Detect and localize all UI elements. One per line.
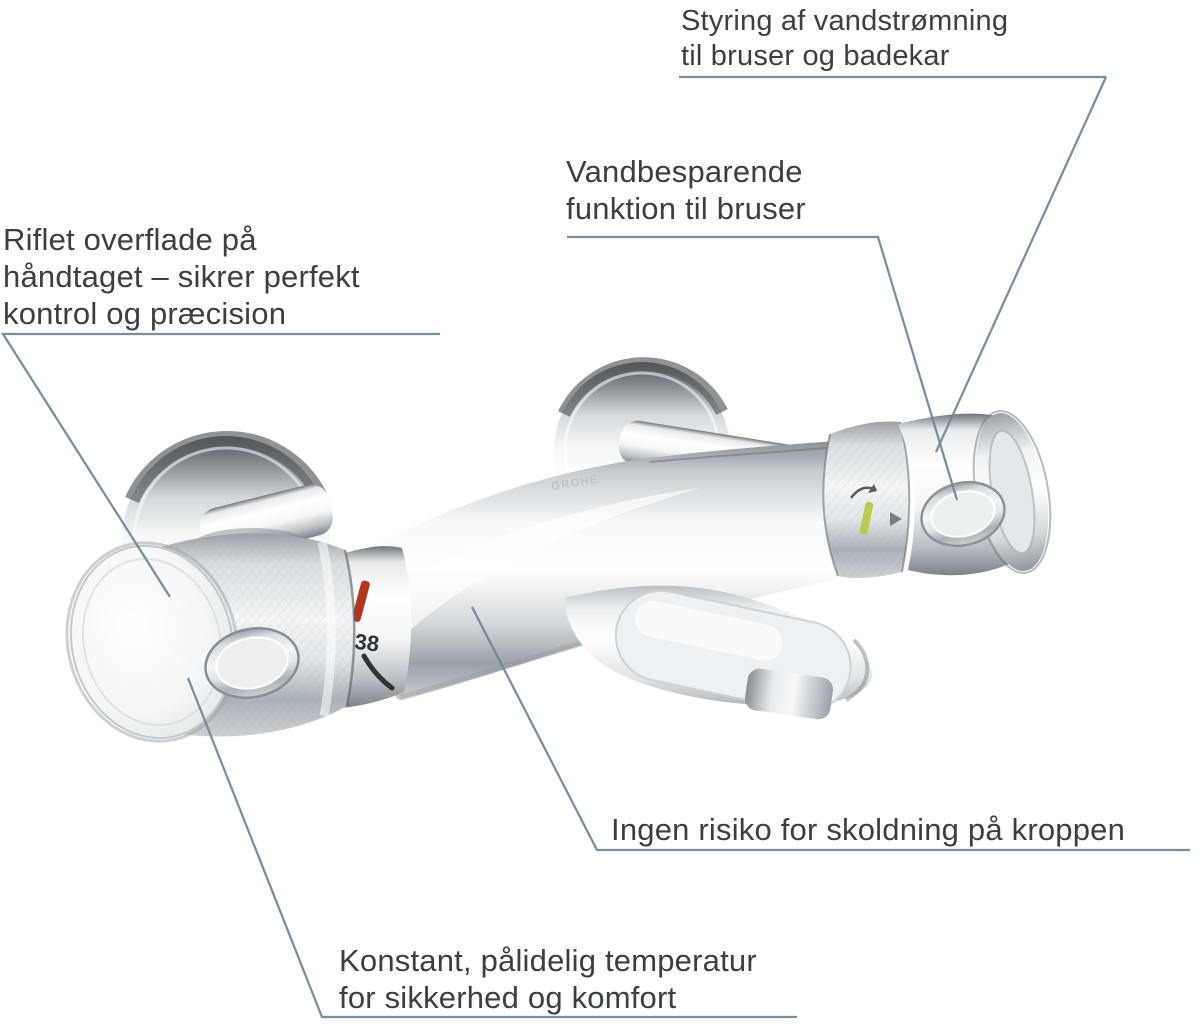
body-shell bbox=[332, 440, 900, 700]
annotation-flow-control: Styring af vandstrømning til bruser og b… bbox=[681, 4, 1008, 74]
annotation-constant-temp: Konstant, pålidelig temperatur for sikke… bbox=[339, 942, 757, 1016]
temperature-handle: 38 bbox=[65, 533, 412, 743]
annotation-line: kontrol og præcision bbox=[3, 296, 287, 331]
temp-knob-seam bbox=[343, 549, 356, 707]
annotation-anti-scald: Ingen risiko for skoldning på kroppen bbox=[611, 811, 1125, 848]
temp-knob-rim bbox=[65, 541, 239, 743]
safestop-button bbox=[204, 627, 300, 699]
annotation-line: Ingen risiko for skoldning på kroppen bbox=[611, 812, 1126, 847]
temp-38-label: 38 bbox=[353, 629, 380, 657]
green-eco-indicator bbox=[859, 501, 874, 535]
temp-knob-face-ring bbox=[81, 557, 223, 727]
annotation-line: funktion til bruser bbox=[566, 191, 806, 226]
annotation-line: håndtaget – sikrer perfekt bbox=[3, 259, 360, 294]
flow-grip-knurl bbox=[823, 421, 910, 579]
red-temp-indicator bbox=[351, 580, 370, 622]
flow-handle bbox=[822, 410, 1052, 579]
callout-line-constant-temp bbox=[186, 677, 797, 1019]
bath-triangle-icon bbox=[890, 512, 902, 526]
annotation-line: Styring af vandstrømning bbox=[681, 5, 1009, 37]
annotation-water-saving: Vandbesparende funktion til bruser bbox=[566, 153, 806, 227]
body-seam bbox=[649, 445, 846, 463]
annotation-line: for sikkerhed og komfort bbox=[339, 980, 677, 1015]
callout-lines bbox=[0, 75, 1190, 1019]
flow-grip-seam-left bbox=[822, 433, 839, 577]
annotation-line: Konstant, pålidelig temperatur bbox=[339, 943, 757, 978]
annotation-line: Vandbesparende bbox=[566, 154, 803, 189]
annotation-line: Riflet overflade på bbox=[3, 222, 257, 257]
right-escutcheon-shade bbox=[558, 357, 728, 417]
callout-line-grip-texture bbox=[0, 332, 440, 598]
spout-face-highlight bbox=[635, 600, 783, 661]
callout-line-flow-control bbox=[934, 76, 1108, 453]
annotation-grip-texture: Riflet overflade på håndtaget – sikrer p… bbox=[3, 221, 360, 332]
callout-line-anti-scald bbox=[470, 606, 1190, 852]
temp-knob-band bbox=[317, 541, 336, 717]
left-escutcheon-shade bbox=[125, 430, 327, 504]
spout-rim-shade bbox=[844, 638, 870, 702]
annotation-line: til bruser og badekar bbox=[681, 40, 950, 72]
scale-groove bbox=[361, 653, 395, 691]
tub-spout bbox=[564, 585, 873, 720]
callout-line-water-saving bbox=[567, 235, 959, 501]
eco-button bbox=[920, 481, 1006, 547]
flow-grip-seam-right bbox=[899, 421, 911, 573]
shower-arrow-head-icon bbox=[868, 484, 877, 493]
spout-outlet bbox=[745, 668, 833, 720]
